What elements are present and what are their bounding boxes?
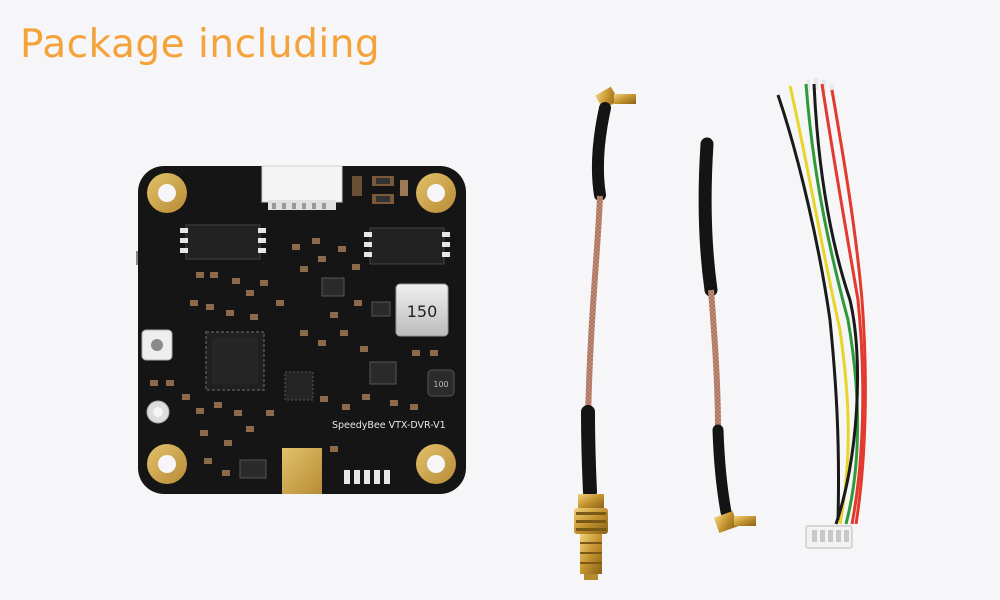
board-connector bbox=[261, 165, 343, 210]
led-indicator bbox=[146, 400, 170, 424]
board-brand-label: SpeedyBee VTX-DVR-V1 bbox=[332, 420, 446, 431]
inductor: 150 bbox=[395, 283, 449, 337]
heatshrink bbox=[698, 137, 718, 297]
heatshrink bbox=[712, 424, 732, 518]
push-button bbox=[141, 329, 173, 361]
page-heading: Package including bbox=[20, 22, 381, 67]
coax-cable bbox=[708, 289, 721, 431]
ic-chip bbox=[364, 227, 450, 265]
heatshrink bbox=[581, 405, 597, 499]
sma-connector bbox=[574, 494, 608, 580]
coax-cable bbox=[585, 195, 603, 421]
antenna-pad bbox=[282, 448, 322, 494]
mmcx-connector bbox=[713, 511, 756, 533]
inductor-label: 150 bbox=[407, 302, 438, 321]
wire-red bbox=[820, 83, 865, 525]
wire-black bbox=[776, 94, 841, 521]
heatshrink bbox=[591, 102, 611, 201]
vtx-board: 150 100 bbox=[136, 165, 466, 494]
mmcx-pigtail-cable bbox=[698, 137, 756, 533]
solder-pads bbox=[344, 470, 390, 484]
mounting-hole-bottom-right bbox=[416, 444, 456, 484]
wire-red bbox=[830, 89, 867, 525]
mounting-hole-bottom-left bbox=[147, 444, 187, 484]
wire-green bbox=[804, 83, 860, 525]
mounting-hole-top-right bbox=[416, 173, 456, 213]
wire-yellow bbox=[788, 85, 850, 525]
svg-text:100: 100 bbox=[433, 380, 448, 389]
wire-harness bbox=[776, 78, 867, 549]
ic-chip bbox=[284, 371, 314, 401]
mounting-hole-top-left bbox=[147, 173, 187, 213]
ic-chip bbox=[180, 224, 266, 260]
sma-pigtail-cable bbox=[574, 86, 636, 580]
small-inductor: 100 bbox=[427, 369, 455, 397]
jst-connector bbox=[805, 525, 853, 549]
main-processor-chip bbox=[205, 331, 265, 391]
wire-black bbox=[812, 83, 860, 525]
